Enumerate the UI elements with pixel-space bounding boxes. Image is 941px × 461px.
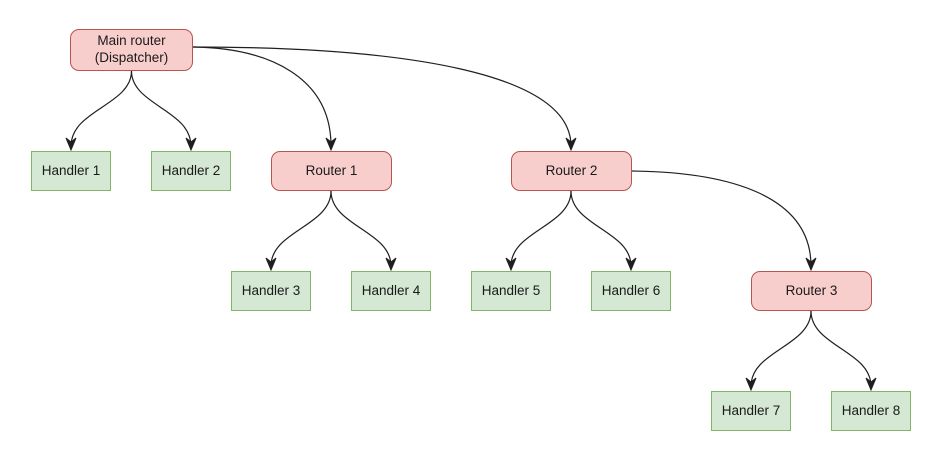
node-router-1[interactable]: Router 1 [271,151,392,191]
arrow-handler-6-icon [625,257,637,272]
arrow-router-3-icon [805,257,817,272]
edge-main-router-to-router-1 [192,46,332,147]
edge-router-3-to-handler-7 [750,310,812,387]
edge-router-2-to-handler-6 [570,190,632,267]
node-handler-7[interactable]: Handler 7 [711,391,791,431]
arrow-handler-8-icon [865,377,877,392]
edge-router-3-to-handler-8 [810,310,872,387]
edge-router-2-to-router-3 [631,170,812,267]
arrowhead-group [65,137,877,392]
arrow-handler-1-icon [65,137,77,152]
arrow-handler-4-icon [385,257,397,272]
arrow-router-1-icon [325,137,337,152]
node-handler-8[interactable]: Handler 8 [831,391,911,431]
edge-router-1-to-handler-3 [270,190,332,267]
edge-main-router-to-handler-2 [130,70,192,147]
node-main-router[interactable]: Main router (Dispatcher) [70,29,193,71]
node-handler-2[interactable]: Handler 2 [151,151,231,191]
arrow-handler-5-icon [505,257,517,272]
edge-router-1-to-handler-4 [330,190,392,267]
arrow-handler-2-icon [185,137,197,152]
node-handler-4[interactable]: Handler 4 [351,271,431,311]
node-handler-6[interactable]: Handler 6 [591,271,671,311]
arrow-handler-7-icon [745,377,757,392]
arrow-handler-3-icon [265,257,277,272]
node-handler-1[interactable]: Handler 1 [31,151,111,191]
arrow-router-2-icon [565,137,577,152]
node-handler-5[interactable]: Handler 5 [471,271,551,311]
node-handler-3[interactable]: Handler 3 [231,271,311,311]
edge-router-2-to-handler-5 [510,190,572,267]
edge-main-router-to-router-2 [192,46,572,147]
edge-group [70,46,872,387]
node-router-2[interactable]: Router 2 [511,151,632,191]
node-router-3[interactable]: Router 3 [751,271,872,311]
edge-main-router-to-handler-1 [70,70,133,147]
